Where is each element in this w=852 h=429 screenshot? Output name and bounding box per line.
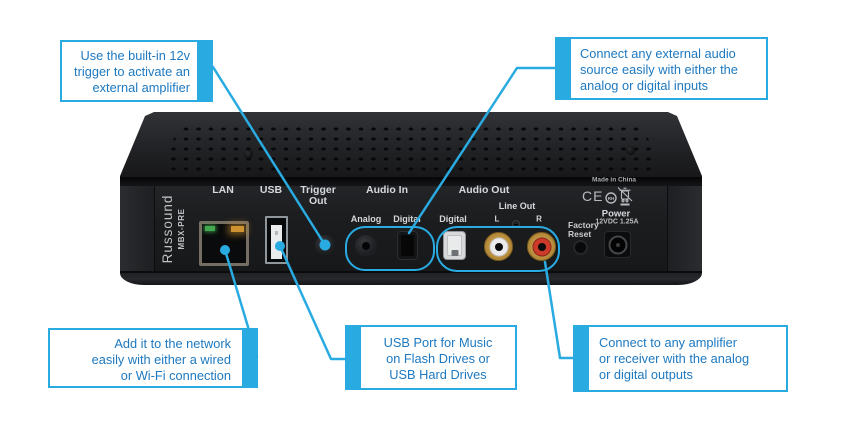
- callout-line: USB Port for Music: [383, 335, 493, 350]
- callout-accent-bar: [197, 42, 211, 100]
- top-screw: [244, 150, 253, 159]
- brand-name: Russound: [160, 194, 175, 264]
- rca-left-jack: [484, 232, 513, 261]
- callout-line: on Flash Drives or: [386, 351, 490, 366]
- factory-label: Factory: [568, 220, 599, 230]
- toslink-opening: [401, 235, 414, 256]
- callout-usb: USB Port for Music on Flash Drives or US…: [345, 325, 517, 390]
- device-top-surface: [120, 112, 702, 184]
- audio-in-label: Audio In: [366, 184, 408, 196]
- brand-label: Russound MBX-PRE: [160, 184, 191, 274]
- usb-port: [265, 216, 288, 264]
- trigger-out-jack: [315, 235, 335, 255]
- power-dc-jack: [604, 231, 631, 258]
- weee-crossed-bin-icon: [617, 187, 633, 206]
- reset-label: Reset: [568, 229, 592, 239]
- lan-amber-led: [231, 226, 244, 232]
- usb-contact-hole: [275, 245, 278, 249]
- callout-line: external amplifier: [92, 80, 190, 95]
- analog-in-label: Analog: [350, 214, 382, 224]
- jack-hole: [362, 242, 370, 250]
- callout-line: Use the built-in 12v: [80, 48, 190, 63]
- power-spec-label: 12VDC 1.25A: [595, 218, 639, 226]
- dc-jack-pin: [615, 242, 620, 247]
- svg-text:RH: RH: [608, 196, 615, 201]
- optical-digital-in-port: [397, 231, 418, 260]
- panel-seam: [667, 184, 668, 272]
- model-name: MBX-PRE: [177, 208, 186, 250]
- callout-line: or Wi-Fi connection: [120, 368, 231, 383]
- usb-contact-hole: [275, 231, 278, 235]
- callout-line: USB Hard Drives: [389, 367, 487, 382]
- usb-label: USB: [259, 184, 283, 196]
- made-in-china-label: Made in China: [591, 176, 637, 184]
- panel-right-edge: [668, 184, 702, 272]
- line-out-label: Line Out: [498, 201, 536, 211]
- callout-audio-in: Connect any external audio source easily…: [555, 37, 768, 100]
- digital-out-label: Digital: [439, 214, 467, 224]
- line-out-r-label: R: [536, 214, 542, 224]
- audio-out-highlight-outline: [436, 226, 560, 272]
- callout-line: Add it to the network: [114, 336, 231, 351]
- callout-accent-bar: [575, 327, 589, 390]
- audio-in-highlight-outline: [345, 226, 435, 271]
- callout-line: Connect any external audio: [580, 46, 736, 61]
- callout-audio-out: Connect to any amplifier or receiver wit…: [573, 325, 788, 392]
- factory-reset-button: [573, 240, 588, 255]
- usb-tongue: [271, 225, 282, 259]
- trigger-out-label: Out: [308, 195, 328, 207]
- callout-line: Connect to any amplifier: [599, 335, 737, 350]
- callout-line: or digital outputs: [599, 367, 693, 382]
- digital-in-label: Digital: [393, 214, 421, 224]
- jack-hole: [321, 241, 329, 249]
- rohs-icon: RH: [605, 192, 617, 204]
- callout-network: Add it to the network easily with either…: [48, 328, 258, 388]
- panel-left-edge: [120, 184, 154, 272]
- callout-accent-bar: [347, 327, 361, 388]
- panel-seam: [154, 184, 155, 272]
- callout-trigger: Use the built-in 12v trigger to activate…: [60, 40, 213, 102]
- callout-line: source easily with either the: [580, 62, 738, 77]
- ce-mark-icon: CE: [582, 188, 604, 204]
- callout-line: or receiver with the analog: [599, 351, 750, 366]
- audio-out-label: Audio Out: [458, 184, 510, 196]
- top-screw: [626, 146, 635, 155]
- callout-line: analog or digital inputs: [580, 78, 709, 93]
- line-out-l-label: L: [494, 214, 500, 224]
- vent-holes-pattern: [160, 121, 662, 177]
- power-label: Power: [601, 208, 631, 220]
- callout-line: trigger to activate an: [74, 64, 190, 79]
- lan-green-led: [205, 226, 215, 231]
- lan-ethernet-port: [199, 221, 249, 266]
- callout-line: easily with either a wired: [91, 352, 231, 367]
- device-foot: [120, 271, 702, 285]
- lan-label: LAN: [212, 184, 234, 196]
- callout-accent-bar: [557, 39, 571, 98]
- rca-hole: [494, 242, 503, 251]
